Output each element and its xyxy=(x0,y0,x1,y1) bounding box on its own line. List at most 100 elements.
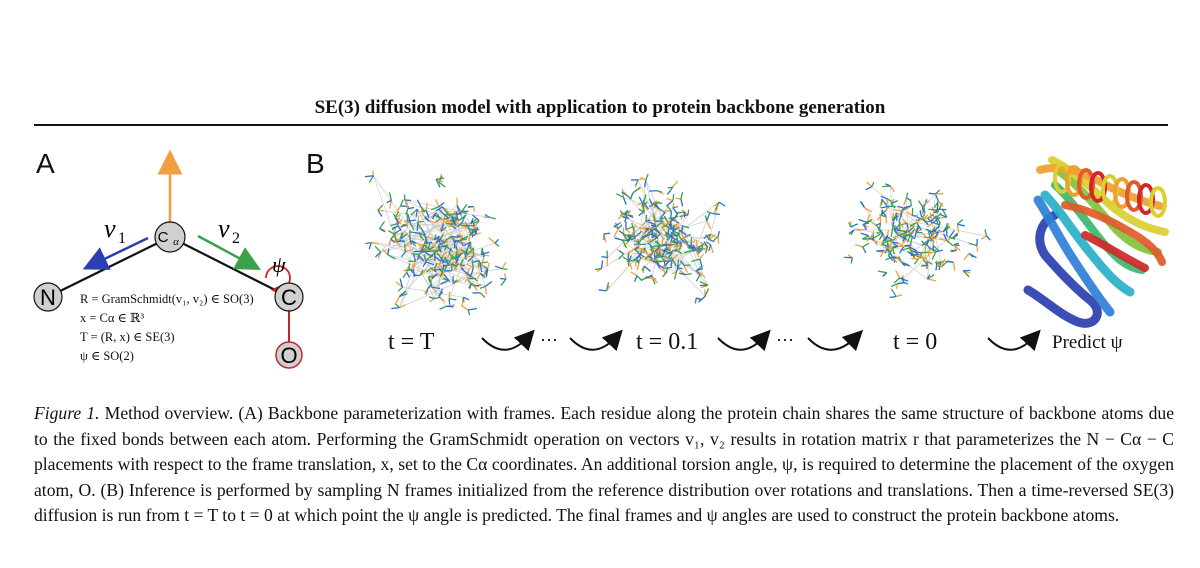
frame-axis xyxy=(656,221,663,228)
frame-axis xyxy=(409,222,415,231)
backbone-bond xyxy=(708,202,720,240)
frame-axis xyxy=(883,234,889,242)
frame-axis xyxy=(600,260,604,269)
backbone-bond xyxy=(459,210,476,228)
transition-arrow-5 xyxy=(987,329,1041,352)
frame-axis xyxy=(666,197,674,202)
frame-axis xyxy=(396,205,402,213)
frame-axis xyxy=(613,228,619,238)
frame-axis xyxy=(469,241,472,250)
frame-axis xyxy=(935,189,941,195)
frame-axis xyxy=(449,298,457,301)
frame-axis xyxy=(712,235,719,242)
frame-axis xyxy=(968,242,978,247)
frame-axis xyxy=(857,228,867,232)
frame-axis xyxy=(472,206,476,212)
frame-axis xyxy=(897,205,904,209)
frame-axis xyxy=(474,220,480,224)
ribbon-segment xyxy=(1033,195,1115,317)
frame-axis xyxy=(626,235,632,242)
frame-axis xyxy=(887,249,893,257)
frame-axis xyxy=(666,200,674,207)
frame-axis xyxy=(937,222,941,229)
frame-axis xyxy=(427,283,433,289)
frame-axis xyxy=(648,198,653,205)
frame-axis xyxy=(473,227,479,236)
ellipsis-1: ··· xyxy=(540,330,558,350)
frame-axis xyxy=(448,211,456,219)
frame-axis xyxy=(637,178,644,181)
frame-axis xyxy=(431,212,437,220)
frame-axis xyxy=(462,296,470,301)
frame-axis xyxy=(419,269,424,276)
frame-axis xyxy=(695,248,701,254)
frame-axis xyxy=(661,243,668,247)
frame-axis xyxy=(932,221,940,226)
frame-axis xyxy=(440,251,448,259)
frame-axis xyxy=(963,253,970,261)
frame-axis xyxy=(848,229,855,235)
atom-n-label: N xyxy=(40,285,56,310)
frame-axis xyxy=(633,230,636,240)
caption-label: Figure 1. xyxy=(34,403,100,423)
frame-axis xyxy=(477,260,481,267)
frame-axis xyxy=(692,244,697,250)
frame-axis xyxy=(850,223,859,228)
frame-axis xyxy=(942,224,949,233)
frame-axis xyxy=(479,285,486,289)
frame-axis xyxy=(712,207,718,215)
frame-axis xyxy=(890,288,897,297)
frame-axis xyxy=(476,273,481,280)
backbone-bond xyxy=(433,246,448,299)
frame-axis xyxy=(458,248,466,255)
frame-axis xyxy=(925,228,934,234)
frame-cloud-t-T xyxy=(364,170,508,316)
frame-axis xyxy=(636,262,640,271)
frame-axis xyxy=(437,261,442,268)
frame-axis xyxy=(429,278,433,285)
frame-axis xyxy=(431,272,438,280)
frame-axis xyxy=(949,236,956,240)
frame-axis xyxy=(638,237,643,245)
frame-axis xyxy=(387,254,396,260)
frame-axis xyxy=(421,229,426,236)
frame-axis xyxy=(630,230,635,236)
frame-equations: R = GramSchmidt(v₁, v₂) ∈ SO(3) x = Cα ∈… xyxy=(80,290,254,366)
frame-axis xyxy=(642,204,645,212)
frame-axis xyxy=(639,249,643,255)
bond-n-ca xyxy=(47,236,171,298)
frame-axis xyxy=(898,222,907,226)
frame-axis xyxy=(411,253,419,256)
frame-axis xyxy=(443,213,450,219)
frame-axis xyxy=(676,229,681,238)
frame-axis xyxy=(647,242,653,248)
frame-axis xyxy=(902,197,908,206)
time-label-0-1: t = 0.1 xyxy=(636,329,699,355)
frame-axis xyxy=(890,283,898,288)
frame-axis xyxy=(921,239,930,246)
frame-axis xyxy=(640,176,647,181)
frame-axis xyxy=(920,251,930,254)
frame-axis xyxy=(450,235,460,238)
time-label-0: t = 0 xyxy=(893,329,938,355)
frame-axis xyxy=(638,211,644,217)
frame-axis xyxy=(933,200,939,209)
frame-axis xyxy=(481,256,485,266)
frame-axis xyxy=(622,197,627,205)
frame-axis xyxy=(479,261,488,264)
frame-axis xyxy=(905,192,909,198)
frame-axis xyxy=(365,241,372,245)
frame-axis xyxy=(421,250,430,253)
frame-axis xyxy=(703,241,709,248)
frame-axis xyxy=(459,240,466,245)
frame-axis xyxy=(489,216,496,220)
frame-axis xyxy=(455,245,459,252)
backbone-bond xyxy=(410,222,423,230)
frame-axis xyxy=(675,197,682,200)
frame-axis xyxy=(880,205,890,209)
frame-axis xyxy=(484,214,490,218)
ellipsis-2: ··· xyxy=(776,330,794,350)
frame-axis xyxy=(624,216,628,223)
frame-axis xyxy=(714,201,720,211)
frame-axis xyxy=(666,205,672,212)
